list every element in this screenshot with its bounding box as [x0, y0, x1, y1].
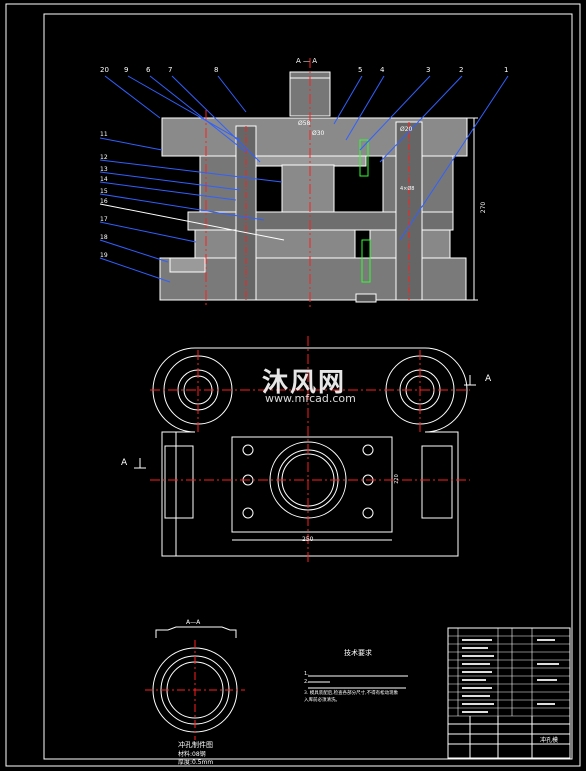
detail-caption-thickness: 厚度:0.5mm: [178, 759, 214, 766]
tech-req-line-4: 入库前必须清洗。: [304, 698, 340, 703]
tech-req-lines: [308, 675, 408, 689]
part-number: 5: [358, 66, 363, 74]
part-number: 7: [168, 66, 173, 74]
part-number: 12: [100, 154, 108, 161]
part-number: 13: [100, 166, 108, 173]
dim-a: Ø30: [312, 130, 325, 137]
tech-req-line-3: 3. 模具装配后,检查各部分尺寸,不得有松动现象: [304, 691, 399, 696]
tech-req-line-2: 2.: [304, 679, 309, 685]
part-number: 11: [100, 131, 108, 138]
title-block-text-marks: [462, 639, 559, 713]
section-mark-left: A: [121, 458, 128, 468]
dim-side: 220: [393, 474, 400, 484]
dim-hole: Ø58: [298, 120, 311, 127]
plan-centerlines: [150, 336, 470, 565]
part-number: 17: [100, 216, 108, 223]
title-block-name: 冲孔模: [540, 737, 559, 744]
detail-caption-title: 冲孔制件图: [178, 741, 213, 749]
title-block: [447, 627, 571, 759]
part-number: 19: [100, 252, 108, 259]
part-number: 20: [100, 66, 109, 74]
watermark-site-cn: 沐风网: [262, 368, 347, 398]
part-number: 4: [380, 66, 385, 74]
part-number: 8: [214, 66, 219, 74]
inner-frame: [43, 13, 573, 760]
leader-lines-left: [99, 137, 285, 283]
dim-overall-height: 270: [480, 201, 488, 214]
watermark-site-url: www.mfcad.com: [265, 392, 356, 405]
dim-b: Ø20: [400, 126, 413, 133]
section-mark-right: A: [485, 374, 492, 384]
section-title-top: A — A: [296, 57, 318, 65]
part-number: 15: [100, 188, 108, 195]
part-number: 1: [504, 66, 509, 74]
dim-width-bottom: 250: [302, 536, 314, 543]
part-number: 6: [146, 66, 151, 74]
detail-caption-material: 材料:08钢: [178, 751, 206, 758]
part-number: 3: [426, 66, 431, 74]
part-number: 14: [100, 176, 108, 183]
part-number: 16: [100, 198, 108, 205]
tech-req-title: 技术要求: [344, 649, 372, 657]
dim-c: 4×Ø8: [400, 186, 415, 192]
tech-req-line-1: 1.: [304, 671, 309, 677]
section-view-A-A: [159, 58, 478, 310]
detail-centerlines: [145, 640, 245, 740]
part-number: 2: [459, 66, 464, 74]
leader-lines-top: [104, 75, 509, 241]
section-arrows: [134, 375, 476, 469]
outer-frame: [5, 3, 581, 767]
part-number: 18: [100, 234, 108, 241]
section-mark-detail: A—A: [186, 619, 201, 626]
part-number: 9: [124, 66, 129, 74]
